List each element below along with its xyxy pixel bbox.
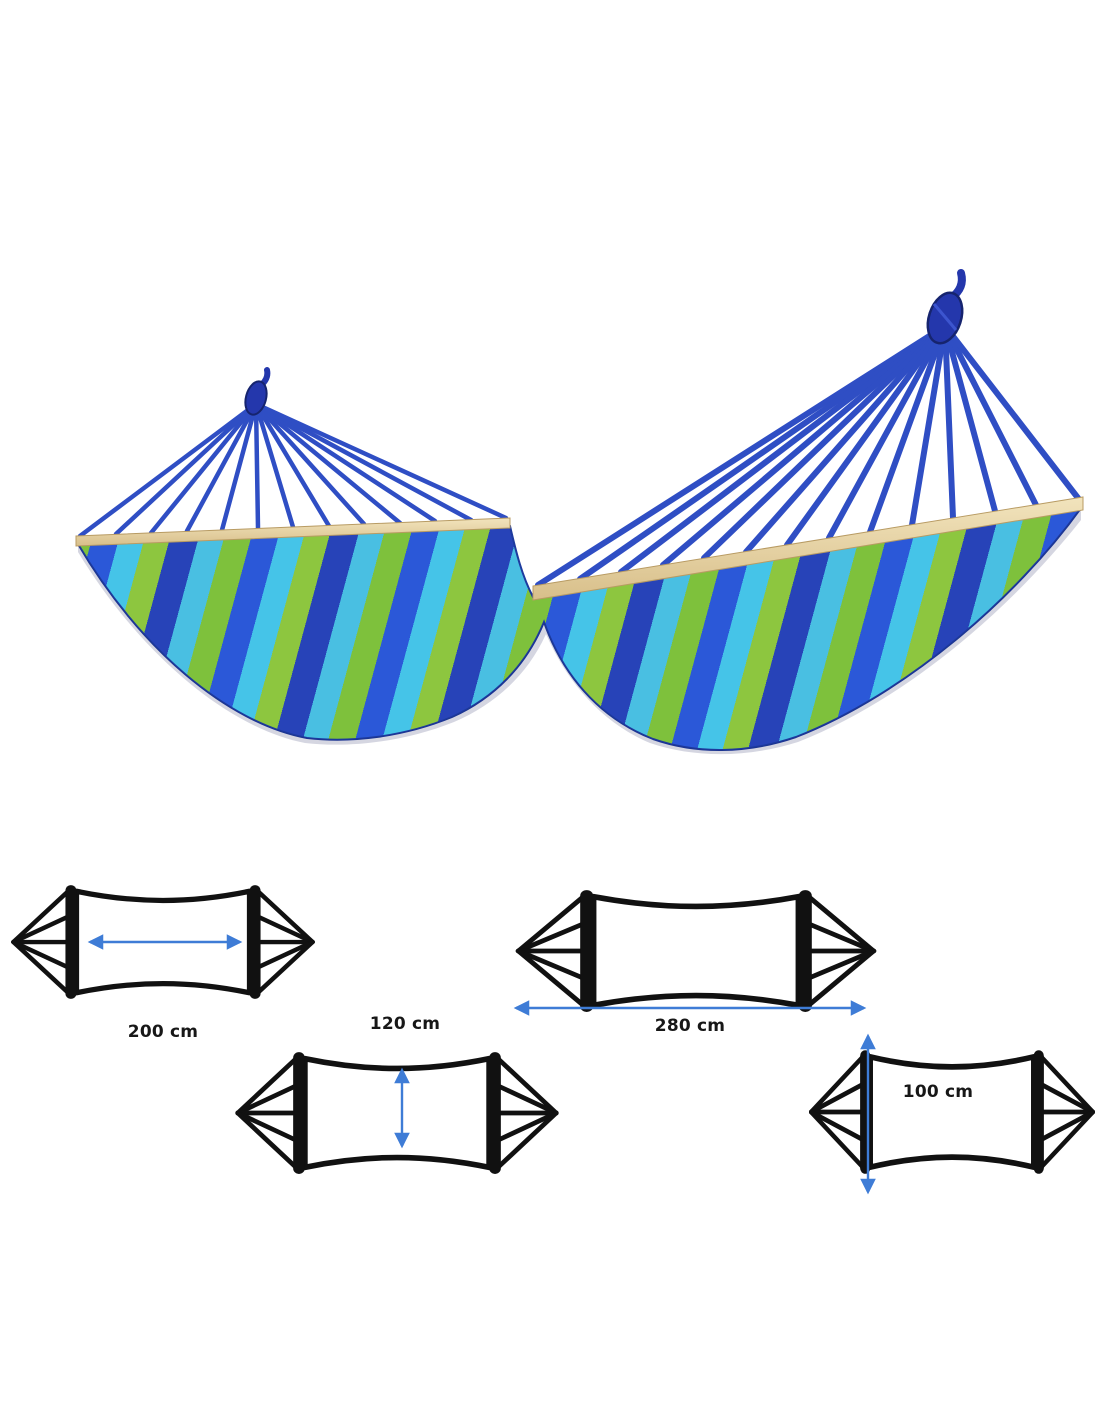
height-label: 100 cm [902, 1082, 974, 1102]
bed-length-arrow [87, 934, 243, 950]
height-arrow [860, 1033, 876, 1195]
bed-width-arrow [394, 1067, 410, 1149]
hammock-fabric [76, 506, 1084, 751]
left-knot [244, 367, 271, 416]
right-knot [926, 269, 966, 345]
diagram-height [806, 1036, 1098, 1188]
bed-length-label: 200 cm [127, 1022, 199, 1042]
right-spreader-bar [532, 496, 1084, 601]
right-rope-fan [535, 323, 1081, 588]
hammock-product-photo [75, 269, 1084, 755]
total-length-label: 280 cm [654, 1016, 726, 1036]
total-length-arrow [513, 1000, 867, 1016]
bed-width-label: 120 cm [369, 1014, 441, 1034]
left-spreader-bar [75, 517, 511, 547]
left-rope-fan [77, 401, 509, 539]
